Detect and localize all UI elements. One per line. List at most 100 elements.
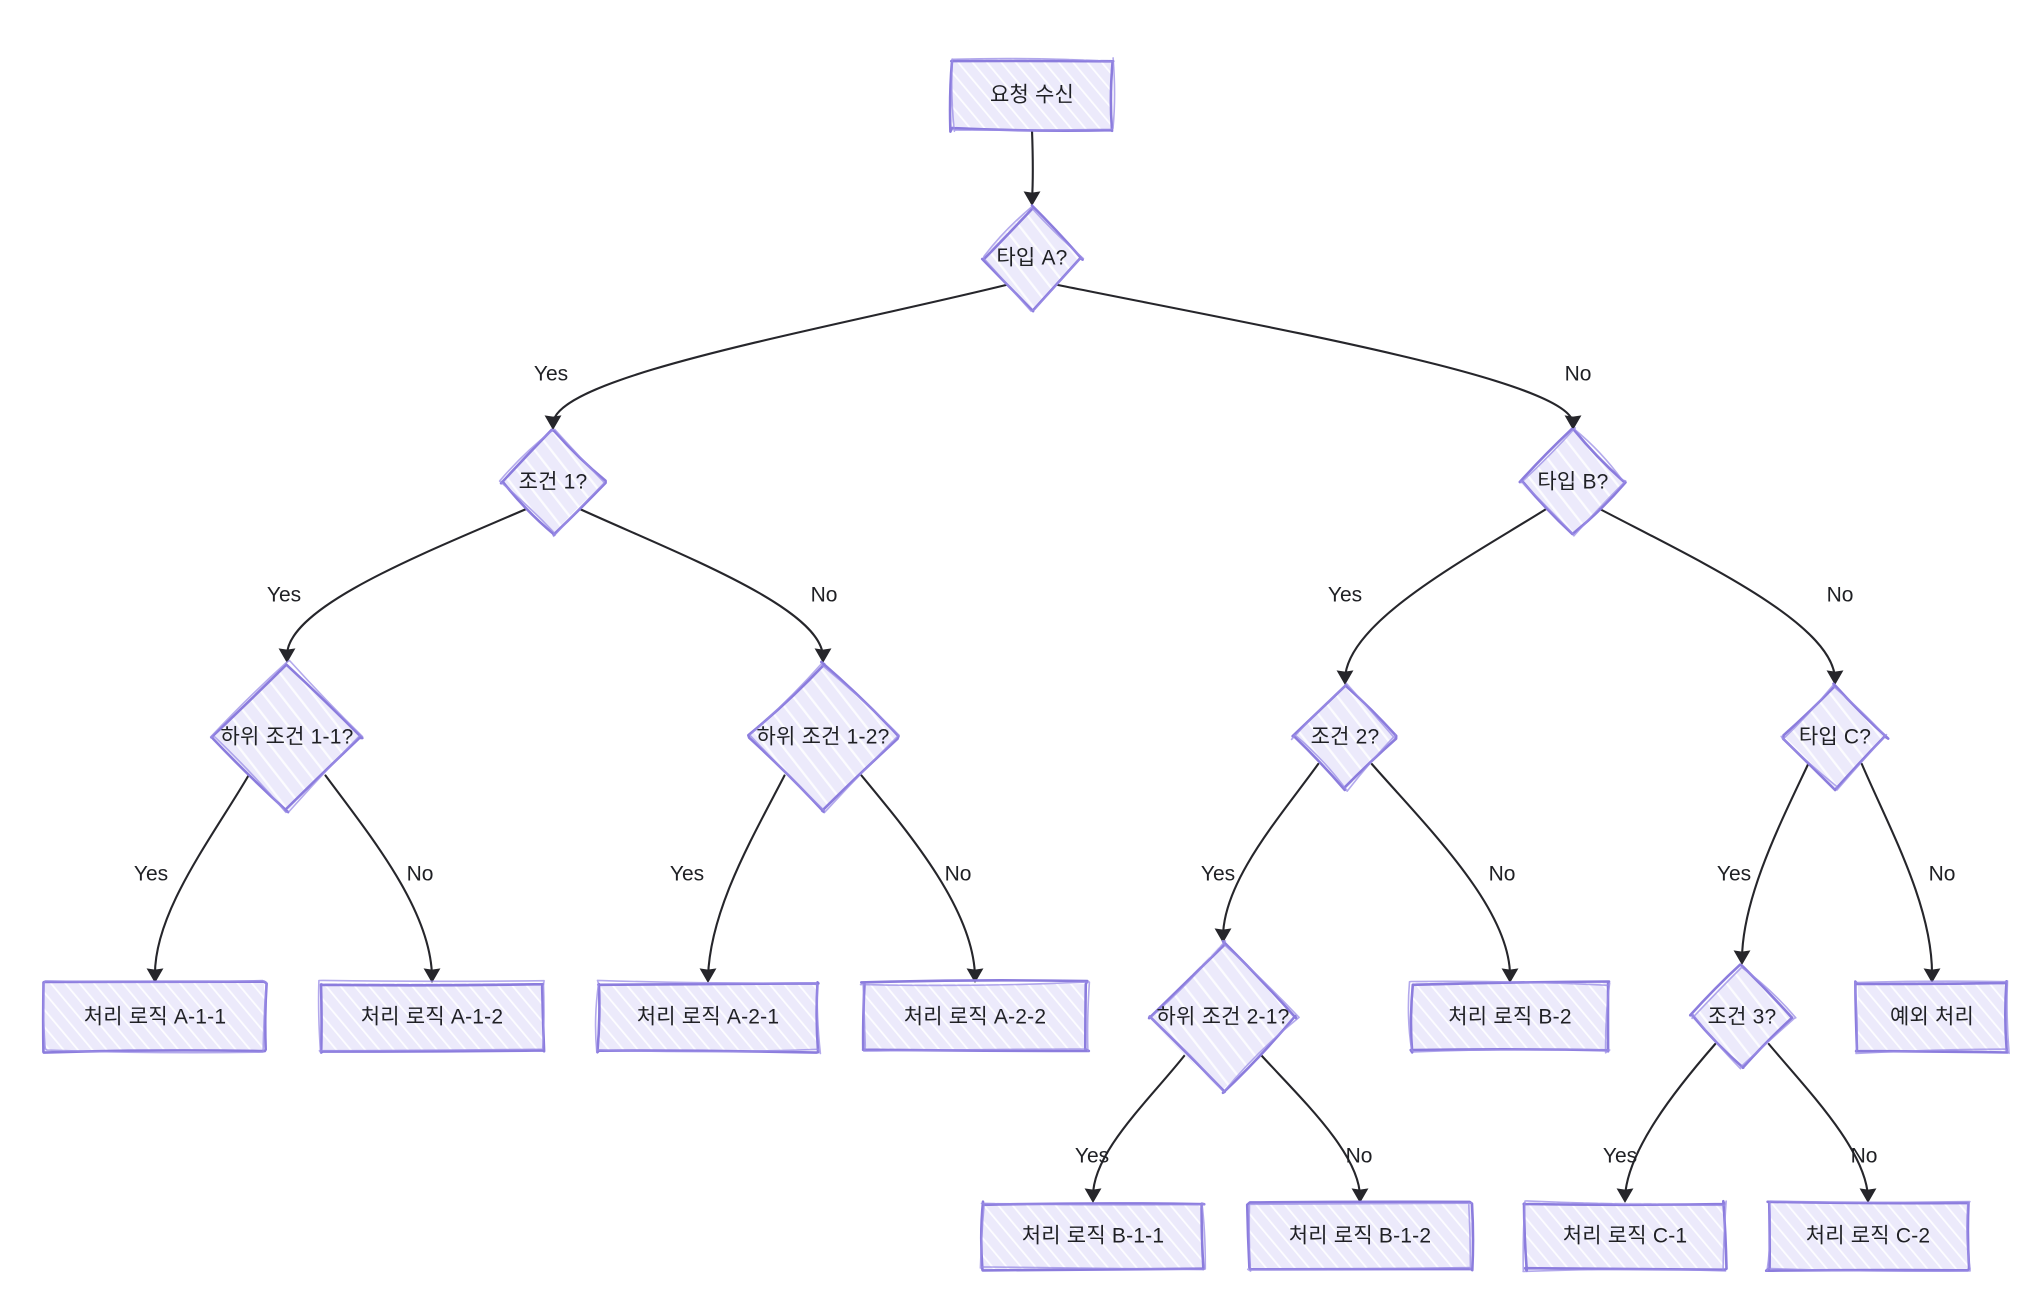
edge-label-sub21-to-procB11: Yes: [1075, 1145, 1109, 1168]
node-outline-secondary: [317, 979, 545, 1053]
node-procA11[interactable]: 처리 로직 A-1-1: [41, 979, 268, 1054]
edge-line: [324, 774, 434, 979]
edge-sub12-to-procA22: [860, 774, 984, 984]
node-label: 처리 로직 C-2: [1806, 1225, 1931, 1248]
node-outline-secondary: [979, 1202, 1207, 1271]
node-fill: [43, 981, 266, 1052]
node-cond1[interactable]: 조건 1?: [498, 428, 607, 538]
node-outline-secondary: [594, 979, 822, 1055]
node-cond2[interactable]: 조건 2?: [1290, 682, 1398, 792]
arrow-head-icon: [278, 648, 296, 664]
node-outline-secondary: [859, 981, 1091, 1052]
node-sub21[interactable]: 하위 조건 2-1?: [1147, 939, 1300, 1095]
arrow-head-icon: [1501, 968, 1519, 984]
node-typeA[interactable]: 타입 A?: [980, 204, 1085, 313]
edge-label-cond3-to-procC1: Yes: [1603, 1145, 1637, 1168]
node-except[interactable]: 예외 처리: [1854, 980, 2010, 1055]
edge-start-to-typeA: [1023, 128, 1041, 207]
node-typeC[interactable]: 타입 C?: [1780, 682, 1890, 792]
edge-label-typeC-to-cond3: Yes: [1717, 863, 1751, 886]
node-outline-secondary: [1780, 684, 1888, 791]
node-sub12[interactable]: 하위 조건 1-2?: [747, 660, 900, 814]
edge-label-cond2-to-procB2: No: [1489, 863, 1516, 886]
edge-line: [1370, 762, 1512, 979]
edge-sub12-to-procA21: [699, 774, 786, 984]
node-outline-secondary: [1149, 940, 1300, 1093]
edge-sub21-to-procB12: [1260, 1054, 1369, 1204]
node-fill: [1524, 1201, 1726, 1270]
arrow-head-icon: [1564, 415, 1582, 431]
edge-label-typeA-to-typeB: No: [1565, 363, 1592, 386]
node-start[interactable]: 요청 수신: [948, 57, 1116, 133]
arrow-head-icon: [1826, 670, 1844, 686]
edge-line: [578, 507, 825, 659]
edge-typeB-to-typeC: [1598, 507, 1844, 686]
edge-typeA-to-typeB: [1056, 283, 1582, 431]
node-fill: [1411, 982, 1609, 1051]
node-fill: [1767, 1202, 1969, 1270]
node-fill: [319, 982, 545, 1052]
node-outline-secondary: [950, 57, 1116, 133]
node-outline-secondary: [1246, 1201, 1473, 1272]
node-procA21[interactable]: 처리 로직 A-2-1: [594, 979, 822, 1055]
node-fill: [1856, 981, 2008, 1052]
edge-label-typeB-to-cond2: Yes: [1328, 584, 1362, 607]
edge-line: [1343, 507, 1548, 681]
node-label: 처리 로직 A-2-2: [904, 1006, 1047, 1029]
edge-label-sub12-to-procA21: Yes: [670, 863, 704, 886]
node-fill: [951, 58, 1113, 132]
node-label: 처리 로직 C-1: [1563, 1225, 1688, 1248]
node-procA22[interactable]: 처리 로직 A-2-2: [859, 979, 1091, 1053]
node-label: 조건 2?: [1311, 726, 1380, 749]
arrow-head-icon: [544, 415, 562, 431]
node-label: 타입 B?: [1537, 471, 1608, 494]
arrow-head-icon: [1616, 1188, 1634, 1204]
edge-line: [153, 774, 250, 979]
edge-label-sub12-to-procA22: No: [945, 863, 972, 886]
arrow-head-icon: [1351, 1188, 1369, 1204]
node-outline: [948, 59, 1115, 133]
node-outline: [319, 982, 546, 1054]
node-sub11[interactable]: 하위 조건 1-1?: [209, 659, 364, 814]
node-procC2[interactable]: 처리 로직 C-2: [1764, 1200, 1971, 1273]
arrow-head-icon: [1084, 1188, 1102, 1204]
edge-label-typeA-to-cond1: Yes: [534, 363, 568, 386]
node-procB12[interactable]: 처리 로직 B-1-2: [1245, 1200, 1475, 1272]
node-outline-secondary: [982, 206, 1085, 312]
node-label: 조건 1?: [519, 471, 588, 494]
node-procA12[interactable]: 처리 로직 A-1-2: [317, 979, 546, 1054]
edge-label-sub11-to-procA11: Yes: [134, 863, 168, 886]
edge-line: [860, 774, 977, 979]
arrow-head-icon: [146, 968, 164, 984]
node-cond3[interactable]: 조건 3?: [1688, 963, 1797, 1071]
edge-label-sub11-to-procA12: No: [407, 863, 434, 886]
node-procC1[interactable]: 처리 로직 C-1: [1522, 1199, 1728, 1273]
arrow-head-icon: [1336, 670, 1354, 686]
edge-line: [1740, 762, 1810, 961]
node-label: 하위 조건 2-1?: [1157, 1006, 1290, 1029]
arrow-head-icon: [814, 648, 832, 664]
node-outline-secondary: [498, 428, 605, 538]
node-outline-secondary: [1854, 980, 2010, 1055]
arrow-head-icon: [1923, 968, 1941, 984]
node-fill: [1783, 683, 1887, 790]
node-label: 타입 A?: [996, 247, 1067, 270]
node-procB2[interactable]: 처리 로직 B-2: [1407, 980, 1611, 1054]
edge-line: [285, 507, 528, 659]
node-typeB[interactable]: 타입 B?: [1518, 427, 1627, 537]
node-fill: [862, 982, 1088, 1052]
edge-line: [1860, 762, 1934, 979]
edge-line: [1623, 1042, 1717, 1199]
edge-label-cond1-to-sub12: No: [811, 584, 838, 607]
node-label: 처리 로직 B-2: [1448, 1006, 1571, 1029]
edge-line: [1056, 283, 1575, 426]
node-label: 처리 로직 A-1-1: [84, 1006, 227, 1029]
edge-label-typeB-to-typeC: No: [1827, 584, 1854, 607]
node-outline: [1688, 963, 1794, 1070]
arrow-head-icon: [966, 968, 984, 984]
edges-layer: [146, 128, 1941, 1204]
node-procB11[interactable]: 처리 로직 B-1-1: [979, 1200, 1207, 1272]
arrow-head-icon: [1733, 950, 1751, 966]
